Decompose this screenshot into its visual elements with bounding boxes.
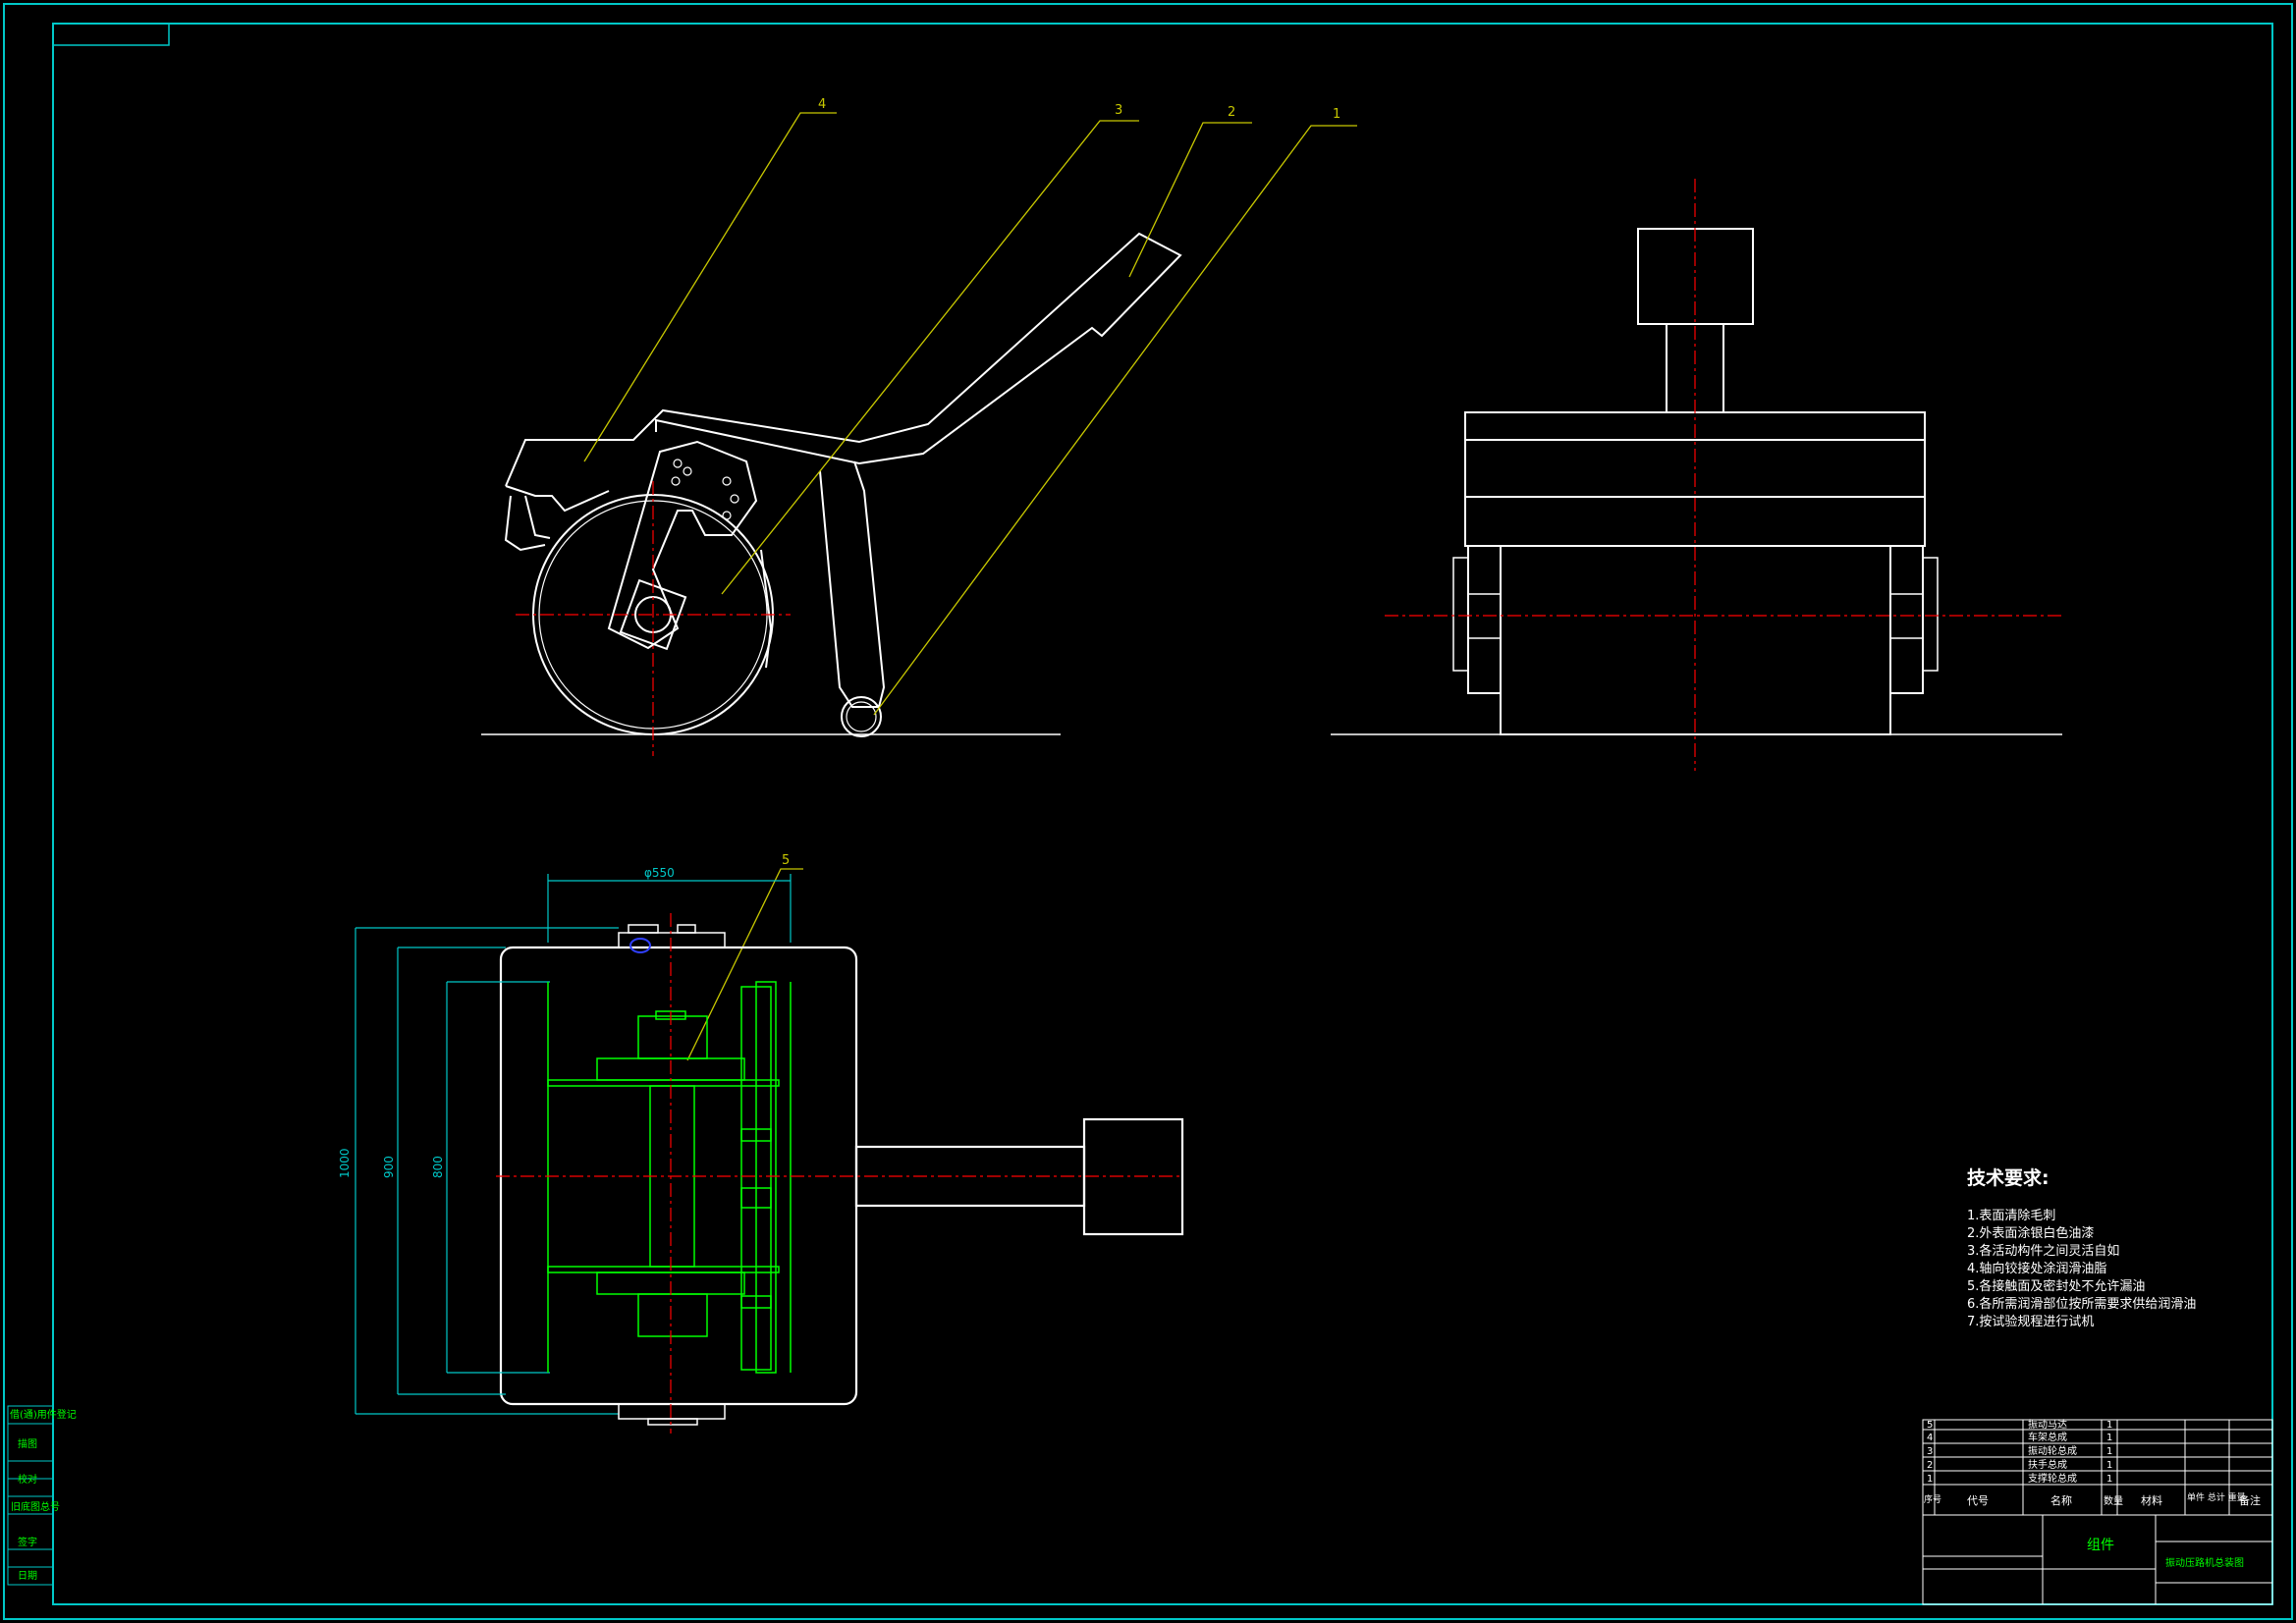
bom-no: 4	[1927, 1433, 1933, 1443]
sheet-frame	[3, 3, 2293, 1620]
bom-qty: 1	[2106, 1474, 2112, 1485]
left-strip: 借(通)用件登记 描图 校对 旧底图总号 签字 日期	[7, 1405, 77, 1586]
bom-qty: 1	[2106, 1420, 2112, 1431]
tech-requirements-title: 技术要求:	[1967, 1167, 2050, 1189]
bom-name: 扶手总成	[2028, 1458, 2067, 1471]
tech-requirement-item: 1.表面清除毛刺	[1967, 1209, 2056, 1223]
part-label-2: 2	[1228, 105, 1235, 120]
bom-no: 5	[1927, 1420, 1933, 1431]
bom-no: 2	[1927, 1460, 1933, 1471]
drawing-name: 振动压路机总装图	[2165, 1556, 2244, 1569]
tech-requirement-item: 6.各所需润滑部位按所需要求供给润滑油	[1967, 1297, 2197, 1312]
bom-name: 振动马达	[2028, 1418, 2067, 1431]
title-block-center: 组件	[2087, 1538, 2114, 1553]
bom-no: 1	[1927, 1474, 1933, 1485]
bom-header-no: 序号	[1924, 1493, 1941, 1505]
bom-header-code: 代号	[1967, 1494, 1989, 1507]
tech-requirement-item: 7.按试验规程进行试机	[1967, 1315, 2095, 1329]
dim-height-outer: 1000	[338, 1148, 352, 1178]
strip-label: 旧底图总号	[11, 1500, 60, 1513]
strip-label: 借(通)用件登记	[10, 1408, 77, 1421]
tech-requirement-item: 2.外表面涂银白色油漆	[1967, 1226, 2095, 1241]
bom-rows: 5 振动马达 1 4 车架总成 1 3 振动轮总成 1 2 扶手总成 1 1 支…	[1927, 1418, 2112, 1485]
dim-height-mid: 900	[382, 1156, 396, 1178]
strip-label: 校对	[18, 1473, 37, 1486]
tech-requirements-list: 1.表面清除毛刺 2.外表面涂银白色油漆 3.各活动构件之间灵活自如 4.轴向铰…	[1967, 1208, 2196, 1331]
bom-qty: 1	[2106, 1460, 2112, 1471]
title-block	[1922, 1419, 2273, 1605]
leaders	[583, 112, 1357, 1061]
strip-label: 描图	[18, 1437, 37, 1450]
plan-hubs	[618, 924, 726, 1426]
tech-requirement-item: 3.各活动构件之间灵活自如	[1967, 1244, 2120, 1259]
strip-label: 日期	[18, 1570, 37, 1582]
strip-label: 签字	[18, 1536, 37, 1548]
plan-dimensions	[355, 874, 792, 1415]
bom-qty: 1	[2106, 1446, 2112, 1457]
frame-body	[505, 232, 1182, 487]
tech-requirement-item: 5.各接触面及密封处不允许漏油	[1967, 1279, 2146, 1294]
part-label-5: 5	[782, 853, 790, 868]
part-labels: 4 3 2 1 5	[782, 97, 1340, 868]
support-leg	[819, 460, 886, 708]
dim-height-inner: 800	[431, 1156, 445, 1178]
plan-drum-assembly	[547, 981, 792, 1374]
title-block-text: 组件 振动压路机总装图	[2087, 1538, 2244, 1569]
bom-name: 车架总成	[2028, 1431, 2067, 1443]
end-view-centerlines	[1385, 179, 2062, 771]
dimension-text: φ550 1000 900 800	[338, 866, 675, 1178]
side-view-centerlines	[516, 481, 791, 756]
part-label-3: 3	[1115, 103, 1122, 118]
bom-qty: 1	[2106, 1433, 2112, 1443]
part-label-1: 1	[1333, 107, 1340, 122]
bom-header-weight: 单件 总计 重量	[2187, 1491, 2246, 1503]
bom-header-qty: 数量	[2104, 1494, 2123, 1507]
plan-bearing-blue	[629, 938, 651, 953]
bom-header-material: 材料	[2141, 1493, 2162, 1507]
bom-name: 振动轮总成	[2028, 1444, 2077, 1457]
part-label-4: 4	[818, 97, 826, 112]
end-view	[1331, 228, 2062, 735]
support-wheel	[841, 696, 882, 737]
plan-centerlines	[496, 913, 1183, 1434]
bom-header-remark: 备注	[2239, 1493, 2261, 1507]
bom-name: 支撑轮总成	[2028, 1472, 2077, 1485]
bom-headers: 序号 代号 名称 数量 材料 单件 总计 重量 备注	[1924, 1491, 2261, 1507]
dim-diameter: φ550	[644, 866, 675, 880]
vibrator-bracket	[607, 440, 758, 650]
plan-handle-box	[1082, 1117, 1184, 1236]
bom-no: 3	[1927, 1446, 1933, 1457]
bom-header-name: 名称	[2050, 1493, 2072, 1507]
side-view	[481, 232, 1182, 737]
tech-requirement-item: 4.轴向铰接处涂润滑油脂	[1967, 1262, 2107, 1276]
